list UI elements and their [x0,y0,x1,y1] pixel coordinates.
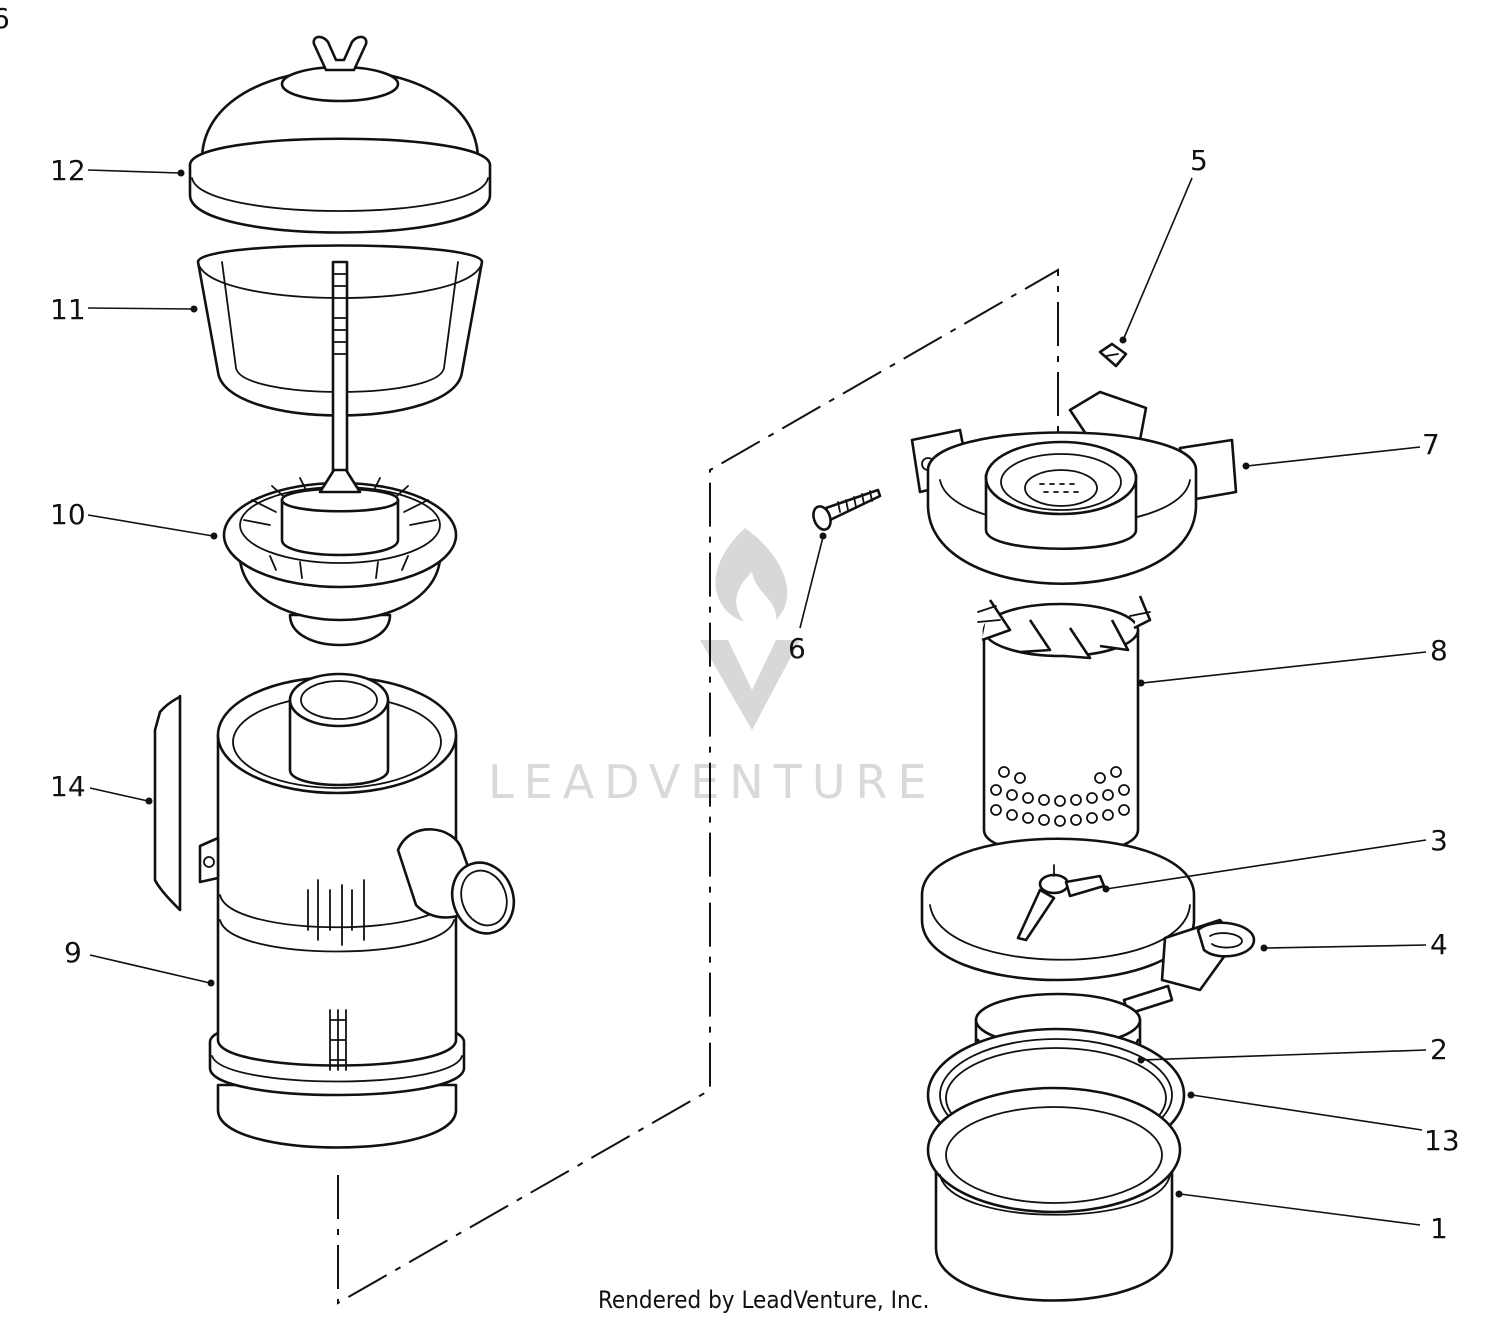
part-1-cup [926,1086,1182,1302]
leadventure-watermark: LEADVENTURE [488,528,937,809]
figure-number: 6 [0,2,10,35]
part-11-bowl [196,244,484,474]
filter-perforations [990,766,1130,827]
part-8-filter-element [977,595,1152,856]
part-9-housing [198,672,516,1149]
callout-14: 14 [50,770,86,803]
part-7-cap [910,390,1238,586]
callout-3: 3 [1430,824,1448,857]
callout-4: 4 [1430,928,1448,961]
callout-12: 12 [50,154,86,187]
footer-credit: Rendered by LeadVenture, Inc. [598,1286,929,1314]
callout-5: 5 [1190,144,1208,177]
callout-10: 10 [50,498,86,531]
callout-13: 13 [1424,1124,1460,1157]
part-6-screw [812,488,882,531]
part-5-clip [1098,342,1128,368]
callout-1: 1 [1430,1212,1448,1245]
callout-9: 9 [64,936,82,969]
assembly-guide-line [337,268,1059,1305]
part-10-baffle [222,468,458,647]
leader-lines [87,169,1427,1226]
callout-7: 7 [1422,428,1440,461]
part-12-cover [188,35,492,234]
callout-2: 2 [1430,1033,1448,1066]
callout-11: 11 [50,293,86,326]
callout-8: 8 [1430,634,1448,667]
callout-labels: 12 11 10 14 9 5 7 6 8 3 4 2 13 1 [50,144,1460,1245]
part-3-wing-nut [1016,864,1106,942]
callout-6: 6 [788,632,806,665]
part-14-decal [153,694,182,912]
watermark-text: LEADVENTURE [488,755,937,809]
part-4-clamp [920,837,1256,1016]
